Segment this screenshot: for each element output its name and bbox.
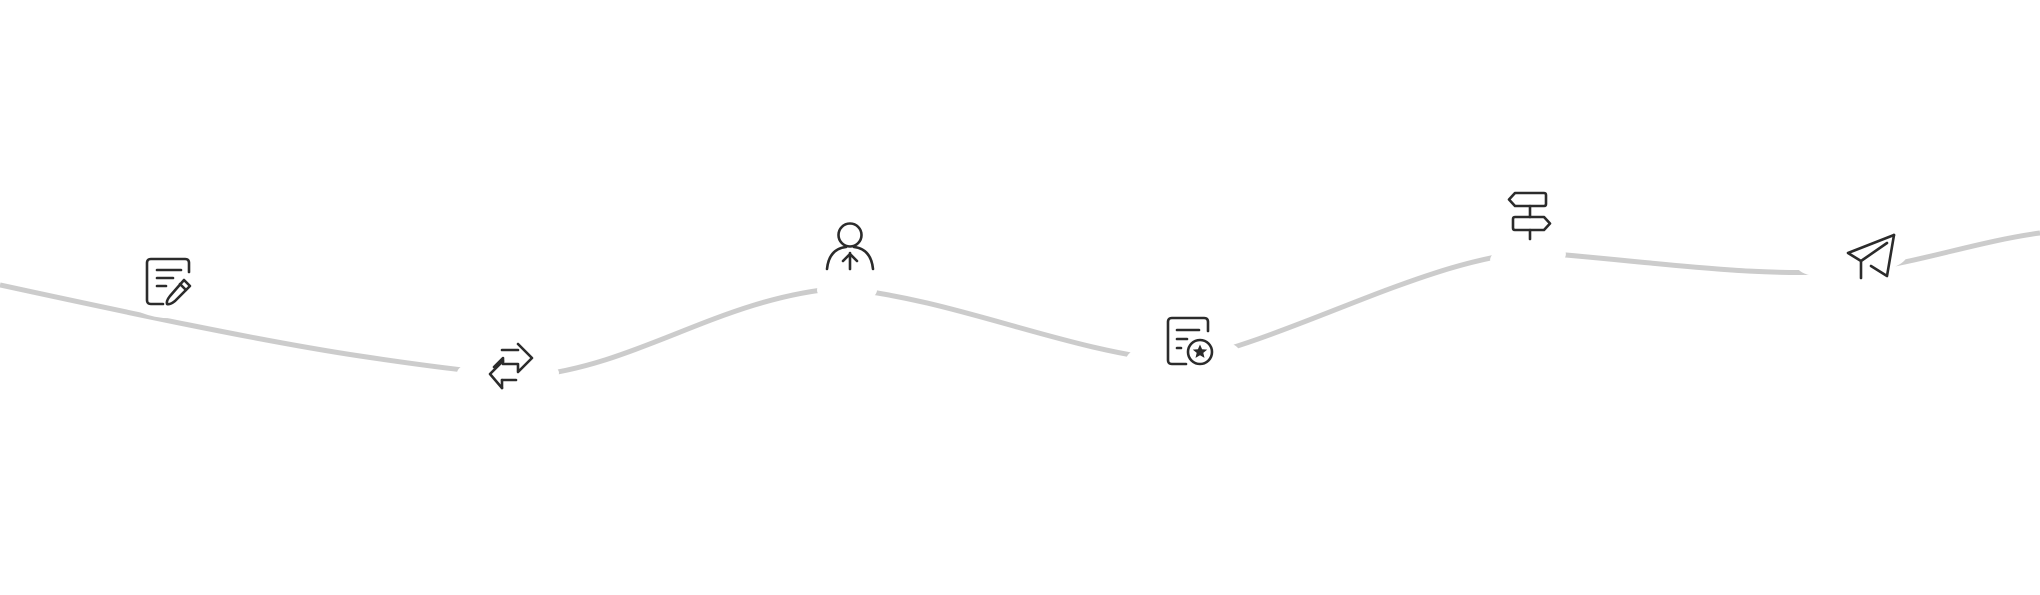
paper-plane-icon xyxy=(1846,233,1896,280)
journey-path xyxy=(0,230,2040,379)
exchange-arrows-icon xyxy=(488,342,534,390)
certified-document-icon xyxy=(1166,316,1214,366)
edit-document-icon xyxy=(145,257,192,306)
path-gaps xyxy=(122,241,1907,389)
user-upload-icon xyxy=(825,222,875,271)
signpost-icon xyxy=(1507,191,1552,241)
